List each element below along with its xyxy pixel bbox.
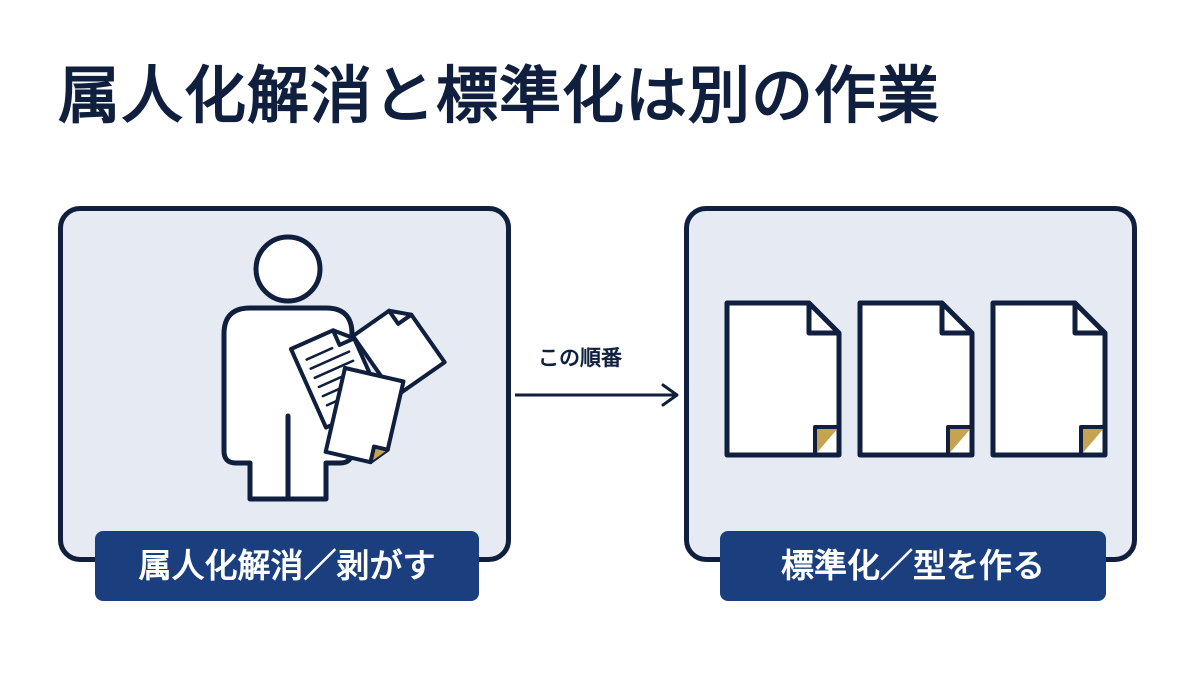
right-arrow-icon [515, 383, 679, 407]
standardized-documents-illustration [724, 300, 1108, 458]
right-panel-label: 標準化／型を作る [720, 531, 1106, 601]
person-with-documents-illustration [221, 234, 447, 502]
document-icon [857, 300, 975, 458]
right-panel [684, 206, 1137, 562]
document-icon [990, 300, 1108, 458]
document-stack-icon [289, 308, 447, 465]
left-panel [58, 206, 511, 562]
left-panel-label: 属人化解消／剥がす [95, 531, 479, 601]
page-title: 属人化解消と標準化は別の作業 [58, 59, 941, 132]
document-icon [724, 300, 842, 458]
connector-label: この順番 [538, 346, 622, 370]
